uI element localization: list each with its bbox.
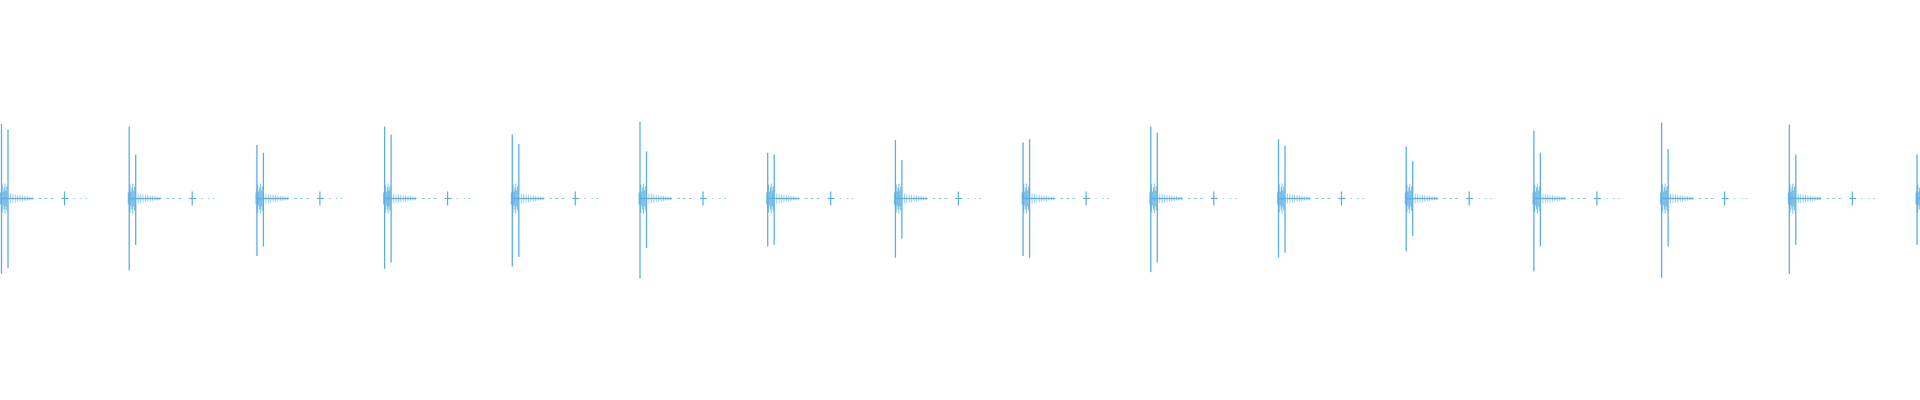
waveform-click — [0, 124, 88, 274]
waveform-clicks — [0, 121, 1920, 279]
waveform-click — [1660, 122, 1748, 278]
waveform-click — [1277, 139, 1365, 258]
waveform-click — [1021, 139, 1109, 258]
waveform-click — [1532, 130, 1620, 272]
waveform-click — [255, 144, 343, 257]
waveform-click — [766, 152, 854, 247]
waveform-click — [1787, 124, 1875, 274]
waveform-click — [893, 140, 981, 258]
waveform-click — [638, 121, 726, 279]
waveform-click — [1915, 154, 1920, 245]
waveform-click — [1149, 126, 1237, 273]
waveform-click — [1404, 146, 1492, 252]
waveform-click — [127, 126, 215, 271]
waveform-click — [510, 134, 598, 267]
waveform-click — [383, 126, 471, 269]
